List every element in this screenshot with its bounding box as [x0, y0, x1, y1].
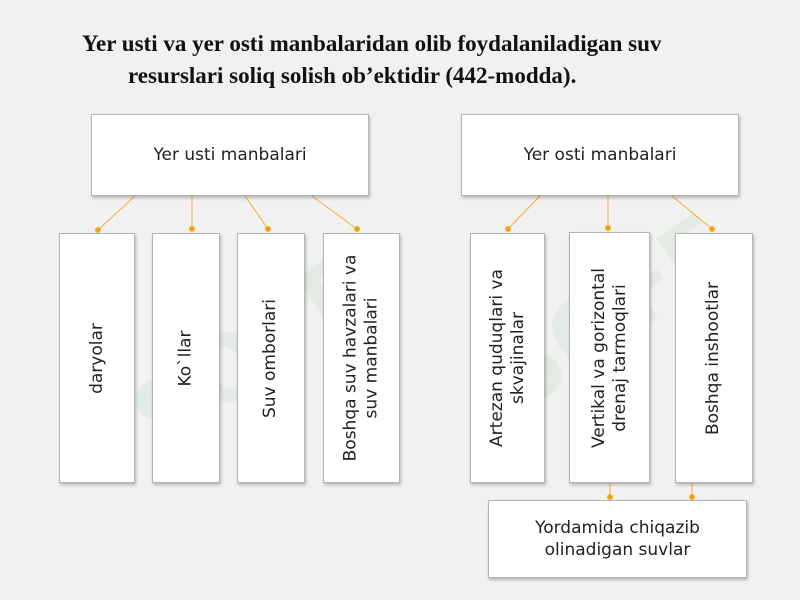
result-line-2: olinadigan suvlar	[544, 540, 691, 560]
item-lakes-label: Ko`llar	[175, 329, 196, 387]
item-rivers: daryolar	[59, 233, 135, 483]
connector-left-3	[244, 195, 269, 230]
item-artesian-wells-line-2: skvajinalar	[507, 312, 528, 404]
connector-right-1-dot	[505, 226, 511, 232]
item-other-structures-label: Boshqa inshootlar	[703, 281, 724, 435]
title-line-1: Yer usti va yer osti manbalaridan olib f…	[82, 31, 662, 56]
item-other-water-bodies-line-2: suv manbalari	[361, 297, 382, 419]
connector-left-1-dot	[95, 227, 101, 233]
connector-left-2-dot	[189, 226, 195, 232]
item-artesian-wells-line-1: Artezan quduqlari va	[486, 269, 507, 447]
item-rivers-label: daryolar	[86, 322, 107, 394]
item-other-water-bodies: Boshqa suv havzalari va suv manbalari	[323, 233, 400, 483]
header-surface-sources: Yer usti manbalari	[91, 114, 369, 196]
item-other-structures: Boshqa inshootlar	[675, 233, 753, 483]
item-other-water-bodies-line-1: Boshqa suv havzalari va	[340, 254, 361, 462]
item-drainage-networks: Vertikal va gorizontal drenaj tarmoqlari	[569, 232, 650, 483]
connector-right-3	[671, 195, 713, 230]
connector-bottom-2-dot	[689, 494, 695, 500]
header-underground-label: Yer osti manbalari	[523, 145, 677, 165]
result-extracted-water: Yordamida chiqazib olinadigan suvlar	[488, 500, 747, 578]
connector-right-3-dot	[709, 226, 715, 232]
connector-right-2-dot	[605, 225, 611, 231]
connector-bottom-1-dot	[607, 494, 613, 500]
connector-left-3-dot	[265, 226, 271, 232]
item-reservoirs: Suv omborlari	[237, 233, 305, 483]
connector-left-4	[311, 195, 358, 230]
connector-right-1	[507, 195, 541, 230]
item-artesian-wells: Artezan quduqlari va skvajinalar	[470, 233, 545, 483]
header-surface-label: Yer usti manbalari	[153, 145, 307, 165]
item-drainage-networks-line-1: Vertikal va gorizontal	[588, 267, 609, 448]
item-lakes: Ko`llar	[152, 233, 220, 483]
header-underground-sources: Yer osti manbalari	[461, 114, 739, 196]
item-reservoirs-label: Suv omborlari	[260, 298, 281, 418]
connector-left-4-dot	[354, 226, 360, 232]
connector-left-1	[97, 195, 136, 231]
item-drainage-networks-line-2: drenaj tarmoqlari	[609, 283, 630, 432]
result-line-1: Yordamida chiqazib	[535, 518, 700, 538]
page-title: Yer usti va yer osti manbalaridan olib f…	[40, 28, 800, 92]
title-line-2: resurslari soliq solish ob’ektidir (442-…	[128, 63, 577, 88]
